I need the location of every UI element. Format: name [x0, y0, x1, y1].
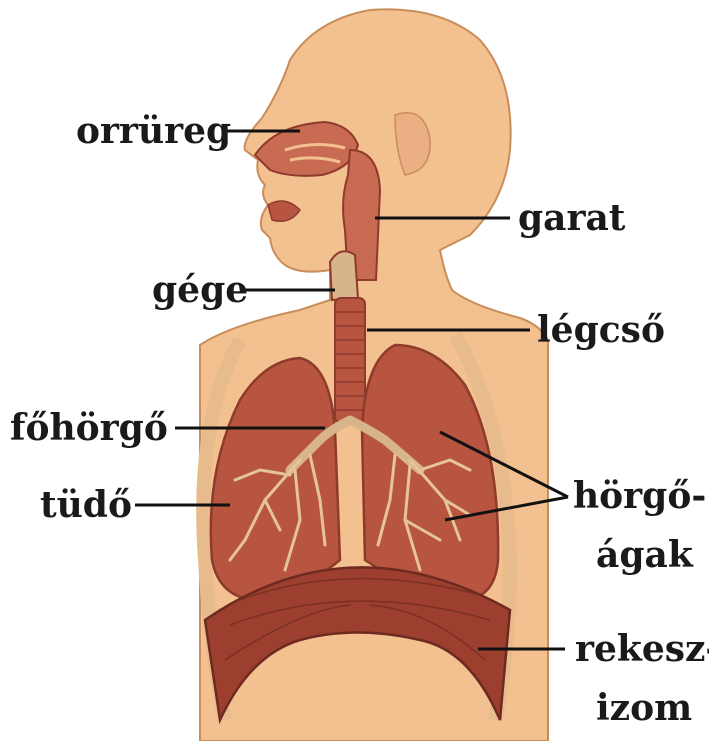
label-diaphragm-line2: izom [596, 690, 692, 726]
label-nasal-cavity: orrüreg [76, 113, 231, 149]
label-bronchial-branches-line2: ágak [596, 537, 693, 573]
label-bronchial-branches-line1: hörgő- [573, 478, 706, 514]
label-lung: tüdő [40, 487, 132, 523]
trachea-shape [335, 298, 365, 423]
larynx-shape [330, 251, 358, 300]
label-larynx: gége [152, 272, 248, 308]
label-pharynx: garat [518, 200, 625, 236]
label-main-bronchus: főhörgő [10, 410, 168, 446]
label-trachea: légcső [537, 312, 665, 348]
label-diaphragm-line1: rekesz- [575, 631, 709, 667]
